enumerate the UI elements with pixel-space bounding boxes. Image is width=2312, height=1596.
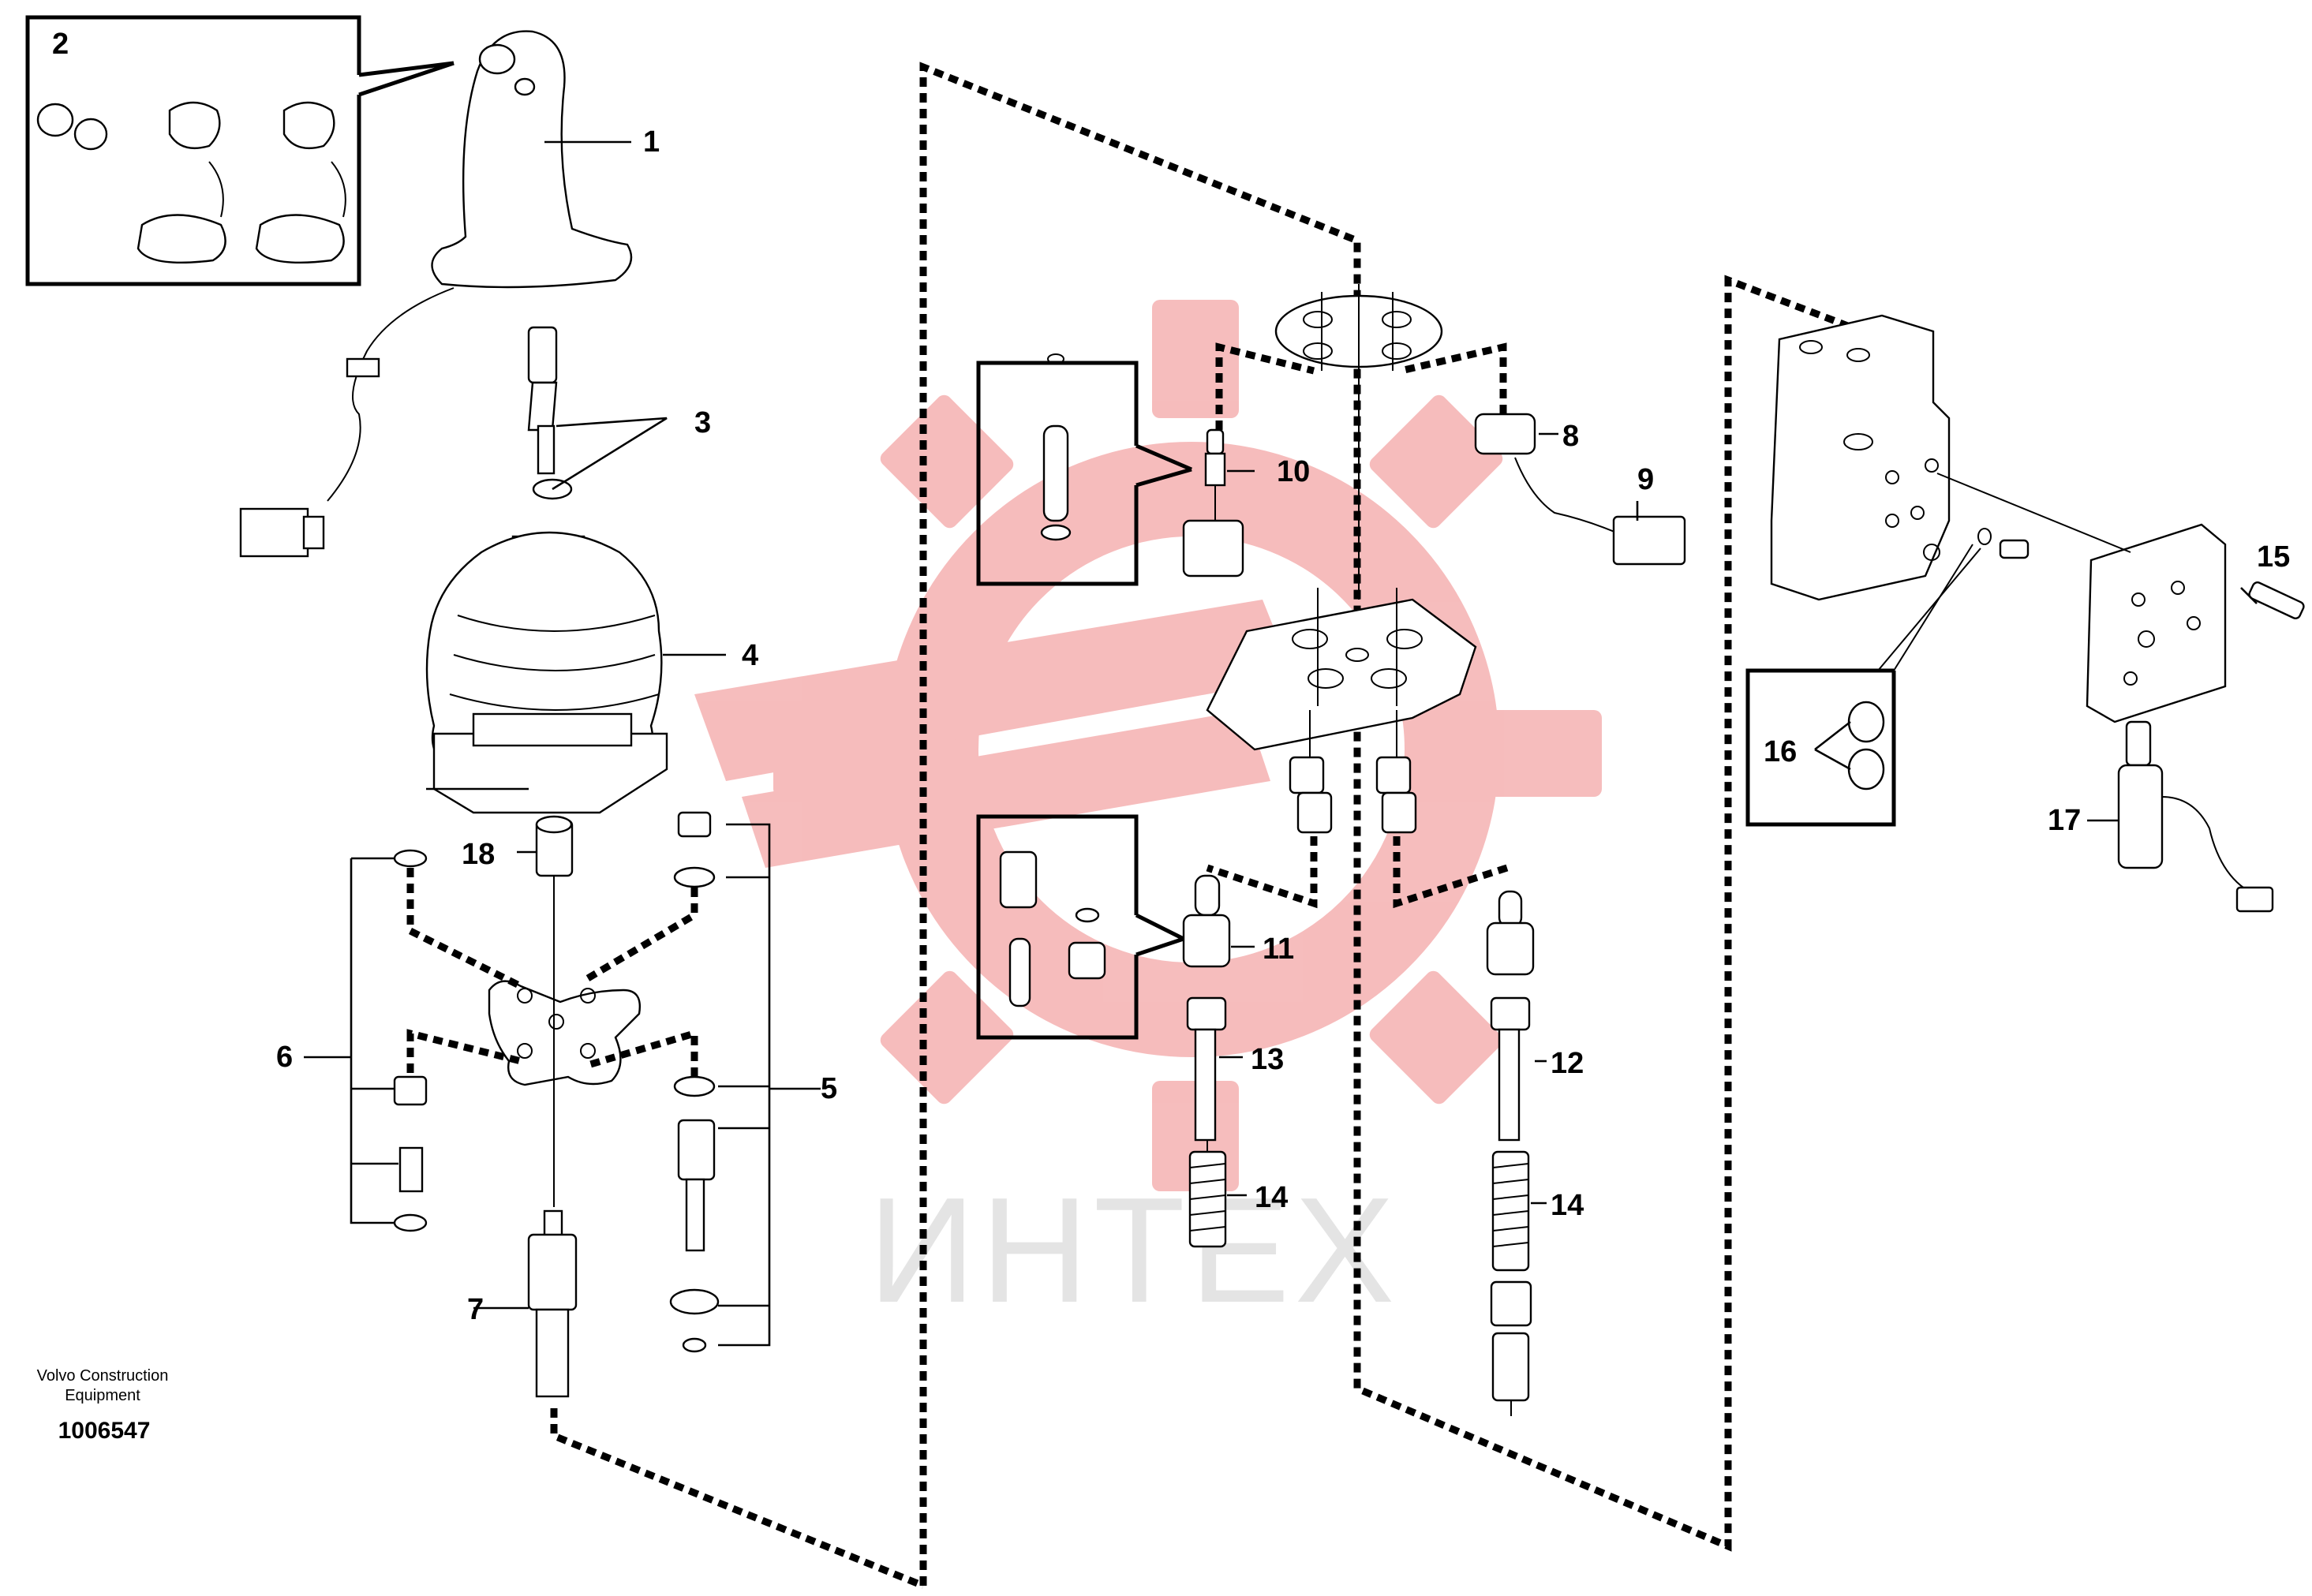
dashed-connectors-left bbox=[406, 868, 925, 1590]
inset-box-part-11 bbox=[976, 814, 1185, 1040]
callout-leaders bbox=[426, 140, 2258, 1310]
solenoid-plate bbox=[1936, 473, 2227, 723]
callout-12: 12 bbox=[1551, 1047, 1584, 1080]
part-18-nut bbox=[535, 815, 574, 877]
callout-13: 13 bbox=[1251, 1043, 1284, 1076]
watermark-text: ИНТЕХ bbox=[868, 1167, 1399, 1334]
spring-left bbox=[1188, 1150, 1227, 1248]
callout-14-right: 14 bbox=[1551, 1189, 1584, 1222]
callout-14-left: 14 bbox=[1255, 1181, 1288, 1214]
spool-column-right bbox=[1486, 890, 1535, 1416]
stem-part-3 bbox=[527, 326, 573, 500]
callout-11: 11 bbox=[1263, 933, 1294, 966]
caption-line-2: Equipment bbox=[65, 1387, 140, 1404]
inset-box-buttons bbox=[25, 15, 455, 286]
part-17-solenoid bbox=[2117, 720, 2274, 913]
rubber-boot bbox=[425, 531, 668, 814]
caption-line-1: Volvo Construction bbox=[37, 1367, 169, 1385]
part-6-stack bbox=[304, 849, 428, 1232]
valve-top-plate bbox=[1274, 284, 1443, 600]
callout-8: 8 bbox=[1562, 420, 1579, 453]
part-9-connector bbox=[1612, 515, 1686, 566]
callout-6: 6 bbox=[276, 1041, 293, 1074]
hydraulic-housing bbox=[1770, 314, 1951, 601]
part-7-shaft bbox=[527, 1209, 578, 1398]
callout-4: 4 bbox=[742, 639, 758, 672]
callout-1: 1 bbox=[643, 125, 660, 159]
callout-18: 18 bbox=[462, 838, 495, 871]
part-5-stack bbox=[669, 811, 821, 1353]
document-number: 1006547 bbox=[58, 1418, 151, 1444]
inset-box-part-16 bbox=[1745, 544, 1981, 827]
dashed-frame-centre bbox=[919, 62, 1866, 1586]
callout-15: 15 bbox=[2257, 540, 2290, 574]
inset-box-part-10 bbox=[976, 353, 1192, 586]
callout-5: 5 bbox=[821, 1072, 837, 1105]
part-8-sensor bbox=[1399, 342, 1626, 537]
callout-7: 7 bbox=[467, 1293, 484, 1326]
valve-spool-inserts bbox=[1206, 756, 1509, 909]
watermark-gear-logo bbox=[694, 300, 1602, 1191]
callout-3: 3 bbox=[694, 406, 711, 439]
callout-10: 10 bbox=[1277, 455, 1310, 488]
spring-right bbox=[1491, 1150, 1530, 1272]
spool-column-left bbox=[1182, 874, 1231, 1248]
callout-9: 9 bbox=[1637, 463, 1654, 496]
part-10-pin bbox=[1182, 342, 1315, 577]
part-15-bolt bbox=[1977, 528, 2305, 619]
callout-16: 16 bbox=[1764, 735, 1797, 768]
mounting-plate-left bbox=[488, 980, 641, 1086]
joystick-handle bbox=[239, 30, 633, 558]
diagram-caption: Volvo Construction Equipment 1006547 bbox=[37, 1367, 169, 1444]
callout-2: 2 bbox=[52, 28, 69, 61]
callout-17: 17 bbox=[2048, 804, 2081, 837]
callout-numbers: 2 1 3 4 18 6 5 7 10 8 9 11 13 12 14 14 1… bbox=[52, 28, 2290, 1326]
